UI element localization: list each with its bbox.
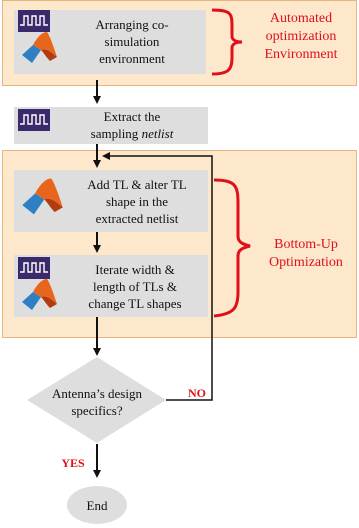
iterate-line3: change TL shapes: [88, 296, 182, 311]
matlab-icon: [22, 279, 57, 310]
extract-line2-italic: netlist: [141, 126, 174, 141]
iterate-line1: Iterate width &: [95, 262, 175, 277]
decision-diamond: [27, 357, 166, 443]
top-label-line3: Environment: [264, 47, 338, 62]
decision-line1: Antenna’s design: [52, 386, 142, 401]
iterate-step-text: Iterate width & length of TLs & change T…: [64, 261, 206, 312]
waveform-icon: [18, 109, 50, 131]
extract-line2-plain: sampling: [90, 126, 142, 141]
cosim-line3: environment: [99, 51, 165, 66]
matlab-icon: [22, 178, 63, 215]
bottom-label-line2: Optimization: [269, 255, 343, 270]
no-feedback-loop: [102, 152, 213, 401]
decision-text: Antenna’s design specifics?: [37, 385, 157, 419]
extract-line1: Extract the: [103, 109, 161, 124]
cosim-step-text: Arranging co- simulation environment: [62, 16, 202, 67]
bottom-label-line1: Bottom-Up: [274, 237, 338, 252]
extract-line2: sampling netlist: [58, 125, 206, 142]
addtl-line1: Add TL & alter TL: [87, 177, 187, 192]
top-label-line1: Automated: [269, 11, 333, 26]
extract-step-text: Extract the sampling netlist: [58, 108, 206, 142]
matlab-icon: [22, 32, 57, 63]
cosim-line2: simulation: [104, 34, 160, 49]
addtl-line2: shape in the: [105, 194, 169, 209]
bottom-panel-brace: [213, 178, 251, 318]
add-tl-step-text: Add TL & alter TL shape in the extracted…: [68, 176, 206, 227]
bottom-up-label: Bottom-Up Optimization: [254, 236, 358, 272]
cosim-line1: Arranging co-: [95, 17, 169, 32]
iterate-line2: length of TLs &: [93, 279, 177, 294]
top-label-line2: optimization: [265, 29, 337, 44]
top-panel-brace: [211, 8, 243, 76]
automated-environment-label: Automated optimization Environment: [245, 10, 357, 64]
decision-line2: specifics?: [71, 403, 123, 418]
end-text: End: [86, 498, 108, 513]
end-terminal: [67, 486, 127, 524]
yes-label: YES: [61, 456, 85, 470]
addtl-line3: extracted netlist: [95, 211, 179, 226]
waveform-icon: [18, 10, 50, 32]
waveform-icon: [18, 257, 50, 279]
no-label: NO: [188, 386, 206, 400]
